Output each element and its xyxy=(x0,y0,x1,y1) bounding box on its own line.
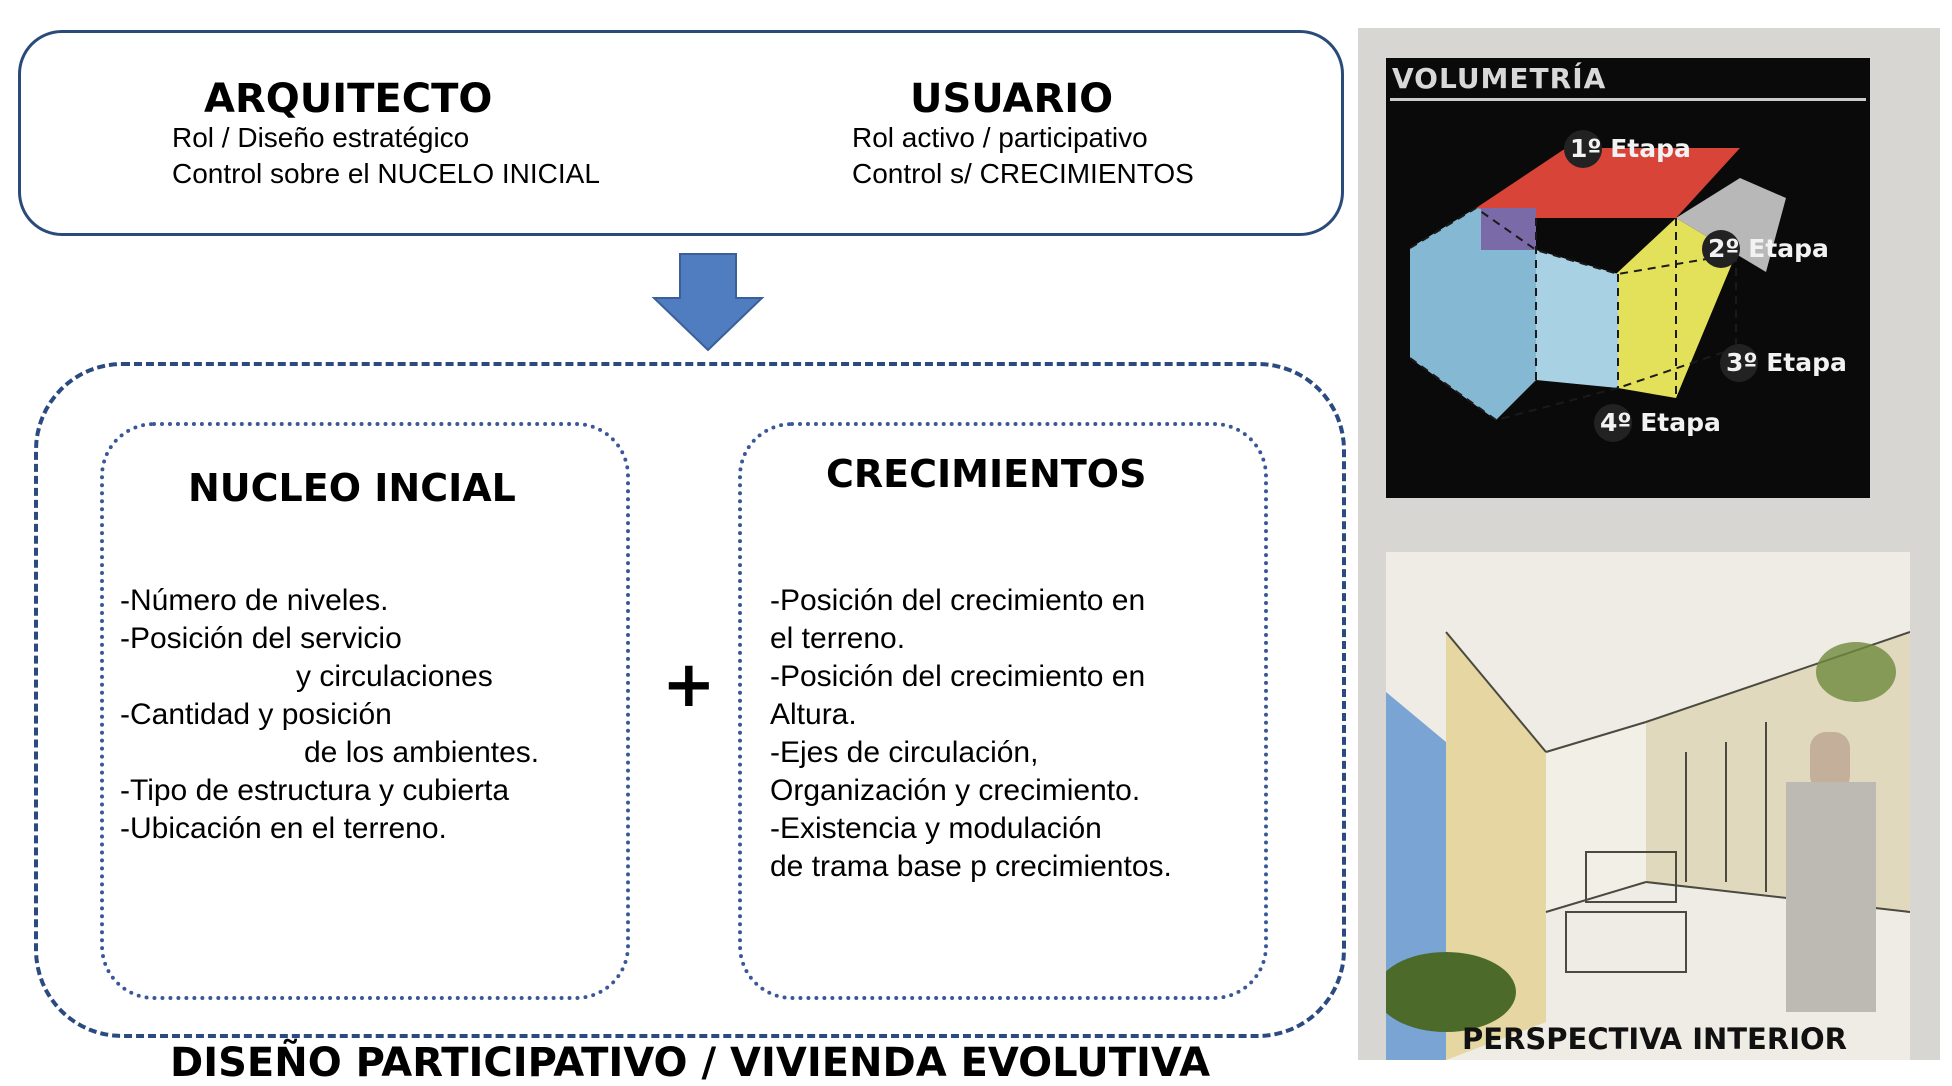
crecimientos-title: CRECIMIENTOS xyxy=(826,452,1147,496)
stage-label-4: 4º Etapa xyxy=(1600,408,1721,437)
nucleo-item: y circulaciones xyxy=(296,660,493,693)
nucleo-item: -Ubicación en el terreno. xyxy=(120,812,447,845)
stage-label-3: 3º Etapa xyxy=(1726,348,1847,377)
crecimientos-item: -Ejes de circulación, xyxy=(770,736,1039,769)
nucleo-item: -Posición del servicio xyxy=(120,622,402,655)
nucleo-item: -Número de niveles. xyxy=(120,584,389,617)
perspectiva-image: PERSPECTIVA INTERIOR xyxy=(1386,552,1910,1060)
stage-badge xyxy=(1702,230,1740,268)
crecimientos-item: -Posición del crecimiento en xyxy=(770,660,1146,693)
down-arrow-icon xyxy=(651,253,765,352)
crecimientos-item: el terreno. xyxy=(770,622,906,655)
architect-line-1: Rol / Diseño estratégico xyxy=(172,122,470,153)
nucleo-title: NUCLEO INCIAL xyxy=(188,466,516,510)
roles-box xyxy=(18,30,1344,236)
architect-title: ARQUITECTO xyxy=(204,76,493,122)
stage-badge xyxy=(1594,404,1632,442)
architect-line-2: Control sobre el NUCELO INICIAL xyxy=(172,158,600,189)
crecimientos-box xyxy=(738,422,1268,1000)
user-line-2: Control s/ CRECIMIENTOS xyxy=(852,158,1194,189)
crecimientos-item: Altura. xyxy=(770,698,857,731)
volumetria-title: VOLUMETRÍA xyxy=(1392,62,1607,95)
process-box xyxy=(34,362,1346,1038)
crecimientos-item: -Posición del crecimiento en xyxy=(770,584,1146,617)
user-title: USUARIO xyxy=(910,76,1114,122)
nucleo-box xyxy=(100,422,630,1000)
crecimientos-item: -Existencia y modulación xyxy=(770,812,1102,845)
user-line-1: Rol activo / participativo xyxy=(852,122,1148,153)
crecimientos-item: Organización y crecimiento. xyxy=(770,774,1141,807)
nucleo-item: de los ambientes. xyxy=(304,736,540,769)
nucleo-item: -Tipo de estructura y cubierta xyxy=(120,774,510,807)
stage-badge xyxy=(1564,130,1602,168)
nucleo-item: -Cantidad y posición xyxy=(120,698,392,731)
stage-label-1: 1º Etapa xyxy=(1570,134,1691,163)
crecimientos-item: de trama base p crecimientos. xyxy=(770,850,1172,883)
perspectiva-title: PERSPECTIVA INTERIOR xyxy=(1462,1022,1847,1056)
volumetria-image: VOLUMETRÍA 1º Etapa 2º Etapa 3º Etapa 4º… xyxy=(1386,58,1870,498)
diagram-caption: DISEÑO PARTICIPATIVO / VIVIENDA EVOLUTIV… xyxy=(170,1040,1211,1086)
stage-badge xyxy=(1720,344,1758,382)
stage-label-2: 2º Etapa xyxy=(1708,234,1829,263)
plus-sign: + xyxy=(662,648,716,722)
